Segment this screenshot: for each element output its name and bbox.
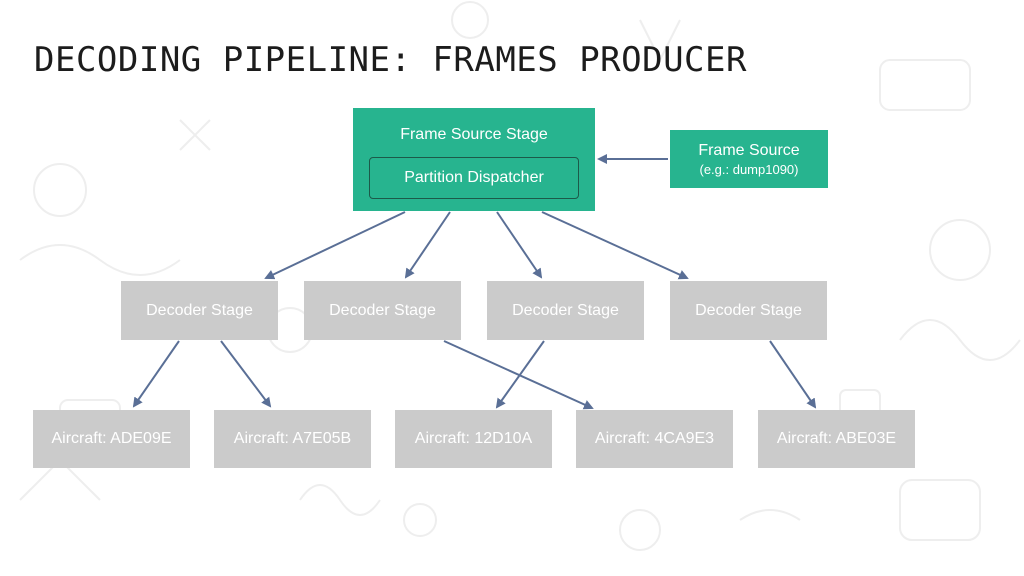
frame-source-box: Frame Source (e.g.: dump1090) xyxy=(670,130,828,188)
slide-title: DECODING PIPELINE: FRAMES PRODUCER xyxy=(34,40,747,80)
aircraft-box: Aircraft: 4CA9E3 xyxy=(576,410,733,468)
frame-source-subtitle: (e.g.: dump1090) xyxy=(699,161,799,177)
frame-source-stage-box: Frame Source Stage Partition Dispatcher xyxy=(353,108,595,211)
aircraft-box: Aircraft: ADE09E xyxy=(33,410,190,468)
frame-source-stage-label: Frame Source Stage xyxy=(400,126,548,143)
decoder-stage-box: Decoder Stage xyxy=(670,281,827,340)
aircraft-box: Aircraft: 12D10A xyxy=(395,410,552,468)
aircraft-box: Aircraft: ABE03E xyxy=(758,410,915,468)
decoder-stage-box: Decoder Stage xyxy=(121,281,278,340)
partition-dispatcher-box: Partition Dispatcher xyxy=(369,157,579,199)
decoder-stage-box: Decoder Stage xyxy=(487,281,644,340)
frame-source-title: Frame Source xyxy=(698,141,800,159)
decoder-stage-box: Decoder Stage xyxy=(304,281,461,340)
aircraft-box: Aircraft: A7E05B xyxy=(214,410,371,468)
